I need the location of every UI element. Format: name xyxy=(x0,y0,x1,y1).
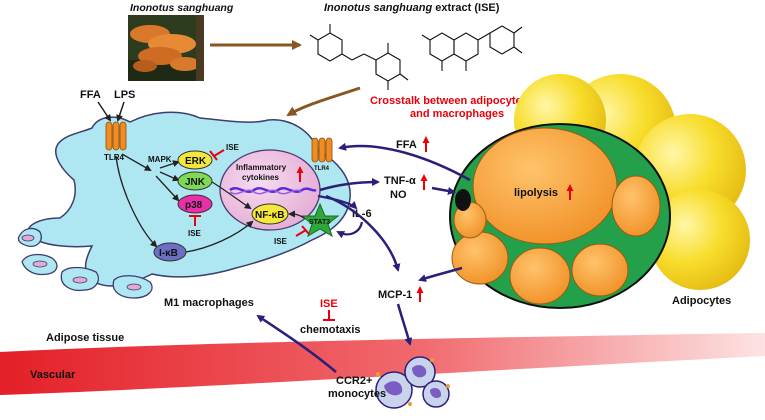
ise-inhibit-erk-bar xyxy=(209,150,218,161)
mushroom-photo xyxy=(128,15,204,81)
dna-strand xyxy=(229,187,317,193)
tlr4-receptor-right xyxy=(311,137,333,163)
adipocytes-label: Adipocytes xyxy=(672,295,731,307)
stat3-star xyxy=(300,202,340,238)
arrow-il6-stat3 xyxy=(336,221,364,239)
chemical-structure-2 xyxy=(421,25,523,71)
arrow-tnf-adipocyte xyxy=(431,186,456,195)
arrow-ffa-tlr4 xyxy=(97,101,112,122)
vascular-band xyxy=(0,333,765,395)
erk-label: ERK xyxy=(185,156,207,167)
arrow-adipocyte-ffa-tlr4 xyxy=(338,142,471,182)
fragment-nucleus-2 xyxy=(32,260,48,268)
arrow-monocytes-macrophages xyxy=(256,314,337,373)
tlr4-label-left: TLR4 xyxy=(104,153,125,162)
m1-macrophages-label: M1 macrophages xyxy=(164,297,254,309)
fragment-nucleus-4 xyxy=(126,283,142,291)
ise-inhibit-erk xyxy=(213,149,225,157)
extract-name: Inonotus sanghuang xyxy=(324,2,432,14)
arrow-mapk-jnk xyxy=(159,171,180,182)
lipid-droplet-4 xyxy=(611,175,661,237)
jnk-node xyxy=(177,171,213,191)
arrow-mcp1-monocytes xyxy=(396,303,413,346)
chemotaxis-label: chemotaxis xyxy=(300,324,361,336)
tlr4-label-right: TLR4 xyxy=(314,166,330,172)
mapk-label: MAPK xyxy=(148,155,172,164)
jnk-label: JNK xyxy=(185,177,206,188)
tnf-label: TNF-α xyxy=(384,175,416,187)
mushroom-name: Inonotus sanghuang xyxy=(130,2,234,14)
ccr2-monocytes xyxy=(375,356,450,409)
chemical-structure-1 xyxy=(309,24,409,90)
arrow-adipocyte-mcp1 xyxy=(418,266,463,282)
arrow-erk-nfkb xyxy=(211,181,252,210)
adipocyte-nucleus xyxy=(455,189,471,211)
mcp1-label: MCP-1 xyxy=(378,289,412,301)
arrow-tlr4-ikb xyxy=(115,155,158,248)
extract-title: Inonotus sanghuang extract (ISE) xyxy=(324,2,500,14)
arrow-macrophage-il6 xyxy=(317,194,358,210)
ise-chemotaxis-label: ISE xyxy=(320,298,338,310)
arrow-stat3-nfkb xyxy=(288,210,305,219)
il6-label: IL-6 xyxy=(352,208,372,220)
tlr4-receptor-left xyxy=(105,121,127,151)
nfkb-label: NF-κB xyxy=(255,210,284,221)
monocytes-label-line1: CCR2+ xyxy=(336,375,372,387)
erk-node xyxy=(177,150,213,170)
lipolysis-label: lipolysis xyxy=(514,187,558,199)
ise-stat3-label: ISE xyxy=(274,237,288,246)
ffa-input-label: FFA xyxy=(80,89,101,101)
p38-node xyxy=(177,194,213,214)
ise-inhibit-stat3-bar xyxy=(301,225,310,235)
monocytes-label-line2: monocytes xyxy=(328,388,386,400)
arrow-mapk-p38 xyxy=(155,175,180,202)
cytokines-label-line1: Inflammatory xyxy=(236,163,287,172)
arrow-mapk-erk xyxy=(159,160,180,169)
arrow-macrophage-tnf xyxy=(319,178,380,192)
adipose-tissue-label: Adipose tissue xyxy=(46,332,124,344)
no-label: NO xyxy=(390,189,407,201)
stat3-label: STAT3 xyxy=(309,219,330,226)
arrow-lps-tlr4 xyxy=(116,101,125,122)
crosstalk-title-line1: Crosstalk between adipocytes xyxy=(370,95,528,107)
cytokines-label-line2: cytokines xyxy=(242,173,279,182)
ise-inhibit-stat3 xyxy=(295,229,307,237)
ffa-mediator-label: FFA xyxy=(396,139,417,151)
fragment-nucleus-3 xyxy=(72,276,88,284)
ikb-label: I-κB xyxy=(159,248,178,259)
extract-suffix: extract (ISE) xyxy=(432,2,500,14)
lipid-droplet-1 xyxy=(451,231,509,285)
arrow-macrophage-mcp1 xyxy=(325,194,401,272)
arrow-ise-to-macrophage xyxy=(286,86,361,117)
nfkb-node xyxy=(251,203,289,225)
arrow-ikb-nfkb xyxy=(185,220,254,253)
arrow-tlr4-mapk xyxy=(121,153,152,171)
crosstalk-title-line2: and macrophages xyxy=(410,108,504,120)
fragment-nucleus-1 xyxy=(21,234,35,242)
vascular-label: Vascular xyxy=(30,369,76,381)
ise-p38-label: ISE xyxy=(188,229,202,238)
lipid-droplet-large xyxy=(472,127,618,245)
p38-label: p38 xyxy=(185,200,203,211)
dna-strand-2 xyxy=(229,189,303,195)
lps-input-label: LPS xyxy=(114,89,135,101)
lipid-droplet-2 xyxy=(509,247,571,305)
lipid-droplet-3 xyxy=(571,243,629,297)
ise-erk-label: ISE xyxy=(226,143,240,152)
